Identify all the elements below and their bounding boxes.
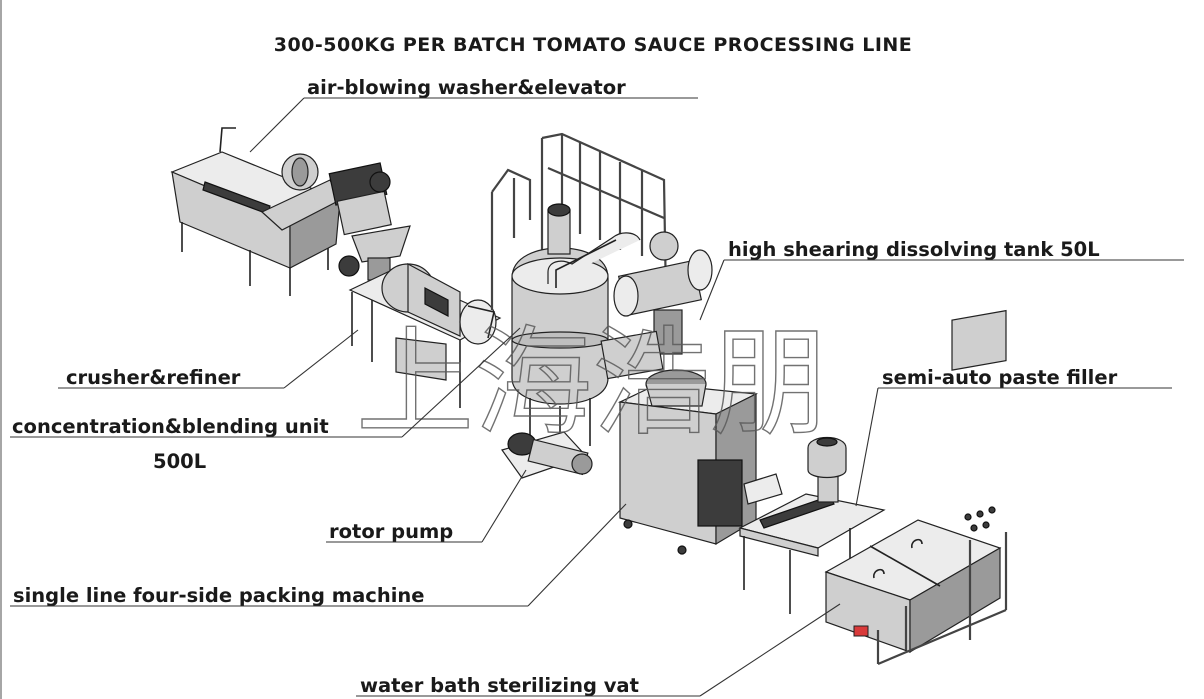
label-washer-elevator: air-blowing washer&elevator — [307, 76, 626, 99]
label-rotor-pump: rotor pump — [329, 520, 453, 543]
leader-filler — [855, 387, 879, 507]
label-concentration-unit: concentration&blending unit — [12, 415, 329, 438]
label-paste-filler: semi-auto paste filler — [882, 366, 1118, 389]
paste-filler-machine — [738, 437, 886, 614]
label-crusher-refiner: crusher&refiner — [66, 366, 241, 389]
leader-water-bath — [699, 603, 841, 697]
leader-shearing — [699, 259, 725, 321]
leader-concentration — [401, 327, 521, 438]
leader-packing — [527, 503, 627, 607]
leader-crusher — [283, 329, 359, 389]
label-shearing-tank: high shearing dissolving tank 50L — [728, 238, 1100, 261]
water-bath-vat-machine — [824, 309, 1008, 666]
chinese-watermark: 上海浩朋 — [356, 314, 828, 452]
rotor-pump-machine — [501, 431, 593, 479]
leader-washer — [249, 97, 305, 153]
label-concentration-capacity: 500L — [153, 450, 206, 473]
packing-machine — [617, 369, 783, 555]
crusher-refiner-machine — [338, 225, 502, 408]
leader-rotor — [481, 469, 527, 543]
label-water-bath: water bath sterilizing vat — [360, 674, 639, 697]
concentration-tank-machine — [490, 132, 668, 452]
diagram-title: 300-500KG PER BATCH TOMATO SAUCE PROCESS… — [274, 34, 913, 56]
label-packing-machine: single line four-side packing machine — [13, 584, 425, 607]
washer-elevator-machine — [170, 127, 392, 296]
shearing-tank-machine — [547, 231, 713, 380]
